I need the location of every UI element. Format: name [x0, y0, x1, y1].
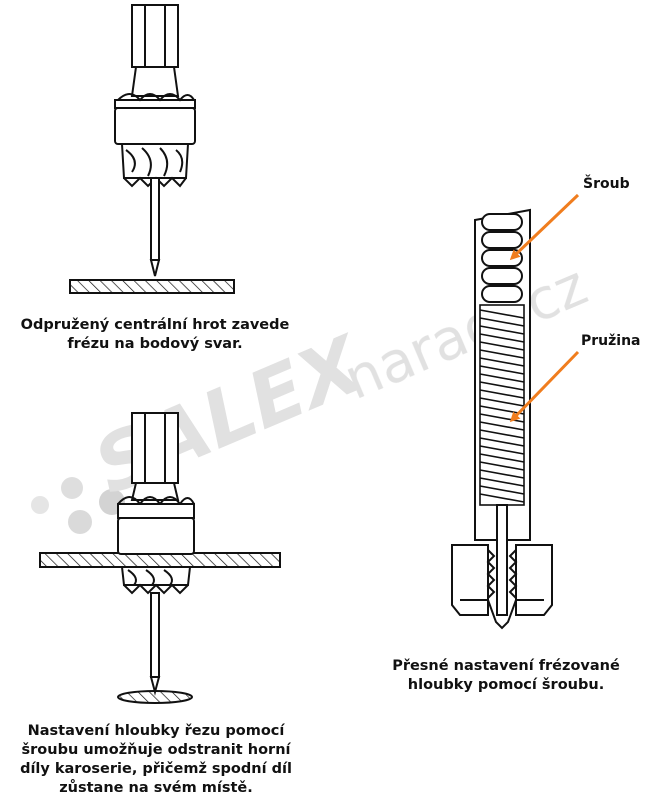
caption-line: Odpružený centrální hrot zavede	[20, 317, 290, 333]
spring-label: Pružina	[581, 333, 641, 349]
screw-thread	[481, 213, 523, 303]
cutter-illustration-top	[69, 4, 235, 294]
caption-line: díly karoserie, přičemž spodní díl	[20, 761, 292, 777]
caption-top-left: Odpružený centrální hrot zavede frézu na…	[0, 316, 310, 354]
caption-line: šroubu umožňuje odstranit horní	[21, 742, 291, 758]
watermark-dot-icon	[68, 510, 92, 534]
watermark-domain: naradi.cz	[335, 253, 596, 413]
caption-line: zůstane na svém místě.	[59, 780, 253, 796]
watermark-dot-icon	[61, 477, 83, 499]
caption-line: Přesné nastavení frézované	[392, 658, 620, 674]
caption-bottom-left: Nastavení hloubky řezu pomocí šroubu umo…	[0, 722, 312, 798]
cutter-illustration-bottom	[39, 412, 281, 704]
caption-line: Nastavení hloubky řezu pomocí	[27, 723, 285, 739]
spring-arrow	[509, 350, 580, 423]
caption-right: Přesné nastavení frézované hloubky pomoc…	[362, 657, 650, 695]
screw-label: Šroub	[583, 176, 630, 192]
caption-line: hloubky pomocí šroubu.	[407, 677, 605, 693]
screw-spring-cutaway	[451, 208, 553, 630]
caption-line: frézu na bodový svar.	[67, 336, 243, 352]
spring-coil	[479, 304, 525, 506]
screw-arrow	[509, 193, 580, 261]
watermark-dot-icon	[31, 496, 49, 514]
